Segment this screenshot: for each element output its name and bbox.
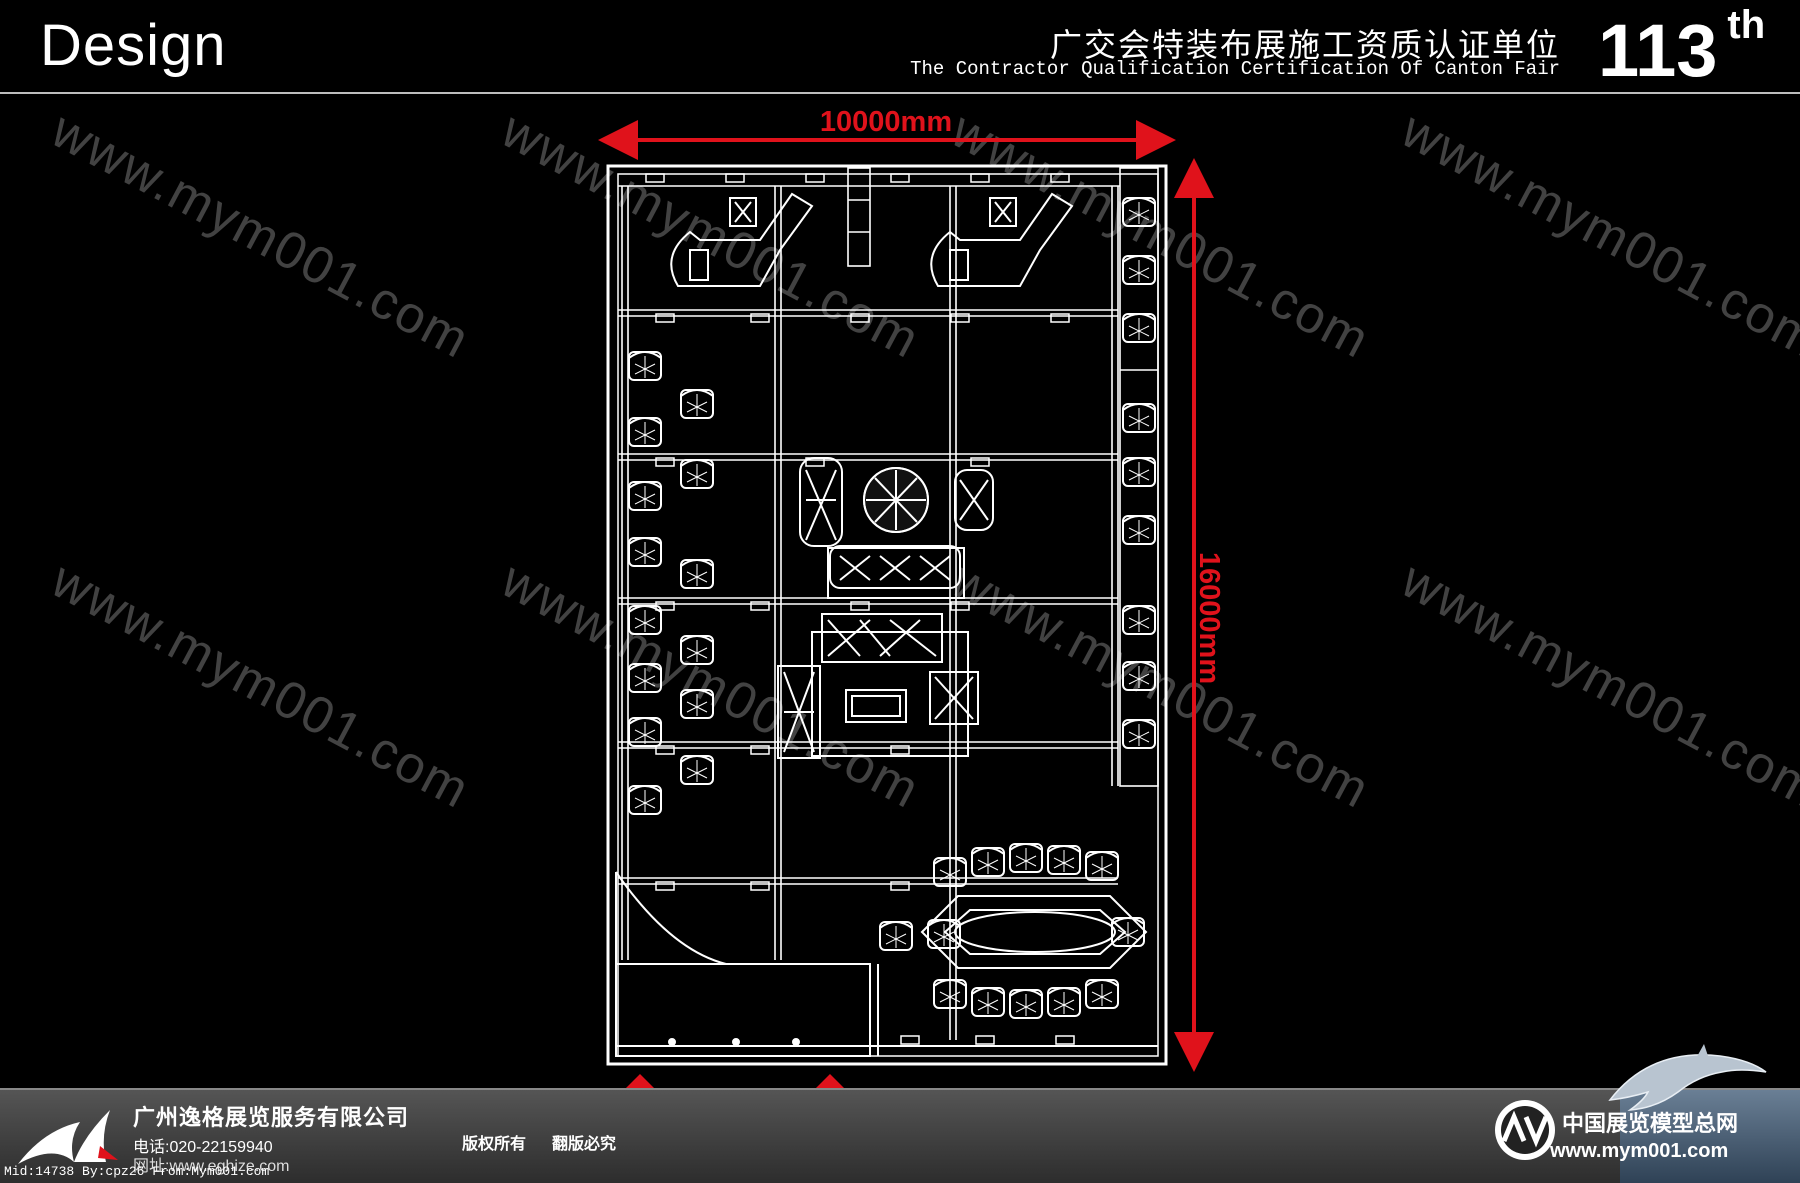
company-name: 广州逸格展览服务有限公司 [133, 1105, 410, 1130]
entrance-arrows [624, 1074, 846, 1090]
booth-floor-plan: 10000mm 16000mm [598, 106, 1225, 1090]
header-title-cn: 广交会特装布展施工资质认证单位 [1049, 27, 1560, 63]
company-phone: 电话:020-22159940 [133, 1139, 273, 1156]
company-logo [18, 1110, 118, 1164]
header-divider [0, 92, 1800, 94]
header-title-en: The Contractor Qualification Certificati… [910, 58, 1560, 80]
storage-room [615, 871, 1158, 1057]
reception-counter-left [670, 192, 814, 287]
footer-divider [0, 1088, 1800, 1090]
dolphin-icon [1608, 1044, 1767, 1111]
truss-grid [618, 167, 1159, 1040]
copyright-notice: 版权所有 翻版必究 [462, 1130, 642, 1154]
brand-title: Design [40, 13, 227, 78]
meeting-room [920, 895, 1148, 969]
lounge-area [799, 457, 994, 599]
negotiation-area [777, 613, 979, 759]
wall-display-units-right [1122, 197, 1156, 749]
company-website: 网址:www.eghize.com [133, 1158, 290, 1175]
rights-text-2: 翻版必究 [552, 1136, 617, 1153]
reception-counter-right [930, 192, 1074, 287]
depth-dimension-label: 16000mm [1193, 552, 1225, 684]
edition-number: 113 [1598, 9, 1718, 92]
site-logo [1495, 1100, 1555, 1160]
source-meta: Mid:14738 By:cpz26 From:Mym001.com [4, 1164, 270, 1179]
site-url: www.mym001.com [1550, 1140, 1729, 1162]
site-name-cn: 中国展览模型总网 [1562, 1111, 1739, 1136]
edition-suffix: th [1727, 3, 1766, 48]
header-bar [0, 0, 1800, 92]
meeting-chairs [879, 843, 1145, 1019]
width-dimension-label: 10000mm [820, 106, 952, 138]
wall-display-units-left [628, 351, 714, 815]
rights-text-1: 版权所有 [462, 1136, 527, 1153]
